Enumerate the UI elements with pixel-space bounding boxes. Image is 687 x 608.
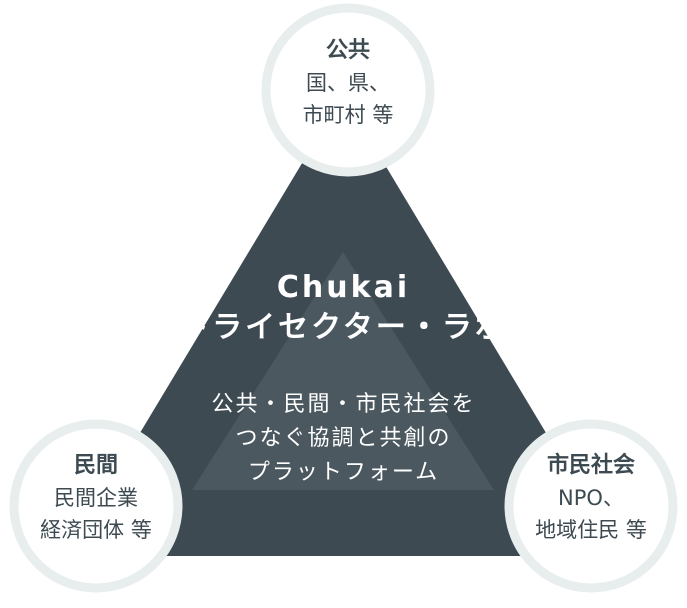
node-private-line-1: 民間企業 (54, 486, 138, 510)
node-civil-line-1: NPO、 (558, 486, 624, 510)
center-desc-line-3: プラットフォーム (247, 460, 440, 485)
inner-triangle-watermark (192, 252, 494, 490)
center-description: 公共・民間・市民社会を つなぐ協調と共創の プラットフォーム (0, 388, 687, 490)
node-public-line-2: 市町村 等 (302, 103, 394, 127)
node-circle-private (9, 419, 183, 593)
node-civil-title: 市民社会 (546, 453, 635, 478)
node-private-title: 民間 (73, 453, 118, 478)
node-private-line-2: 経済団体 等 (40, 518, 152, 542)
center-desc-line-1: 公共・民間・市民社会を (211, 392, 476, 417)
node-public-title: 公共 (325, 38, 370, 63)
center-title: Chukai トライセクター・ラボ (0, 268, 687, 348)
center-title-line-2: トライセクター・ラボ (179, 310, 508, 345)
node-circle-public (261, 3, 435, 177)
node-civil-line-2: 地域住民 等 (535, 518, 647, 542)
center-desc-line-2: つなぐ協調と共創の (235, 426, 452, 451)
center-title-line-1: Chukai (276, 270, 411, 305)
node-private: 民間 民間企業 経済団体 等 (0, 450, 196, 546)
node-circle-civil (504, 419, 678, 593)
node-public-line-1: 国、県、 (306, 71, 390, 95)
node-public: 公共 国、県、 市町村 等 (248, 35, 448, 131)
node-civil: 市民社会 NPO、 地域住民 等 (491, 450, 687, 546)
